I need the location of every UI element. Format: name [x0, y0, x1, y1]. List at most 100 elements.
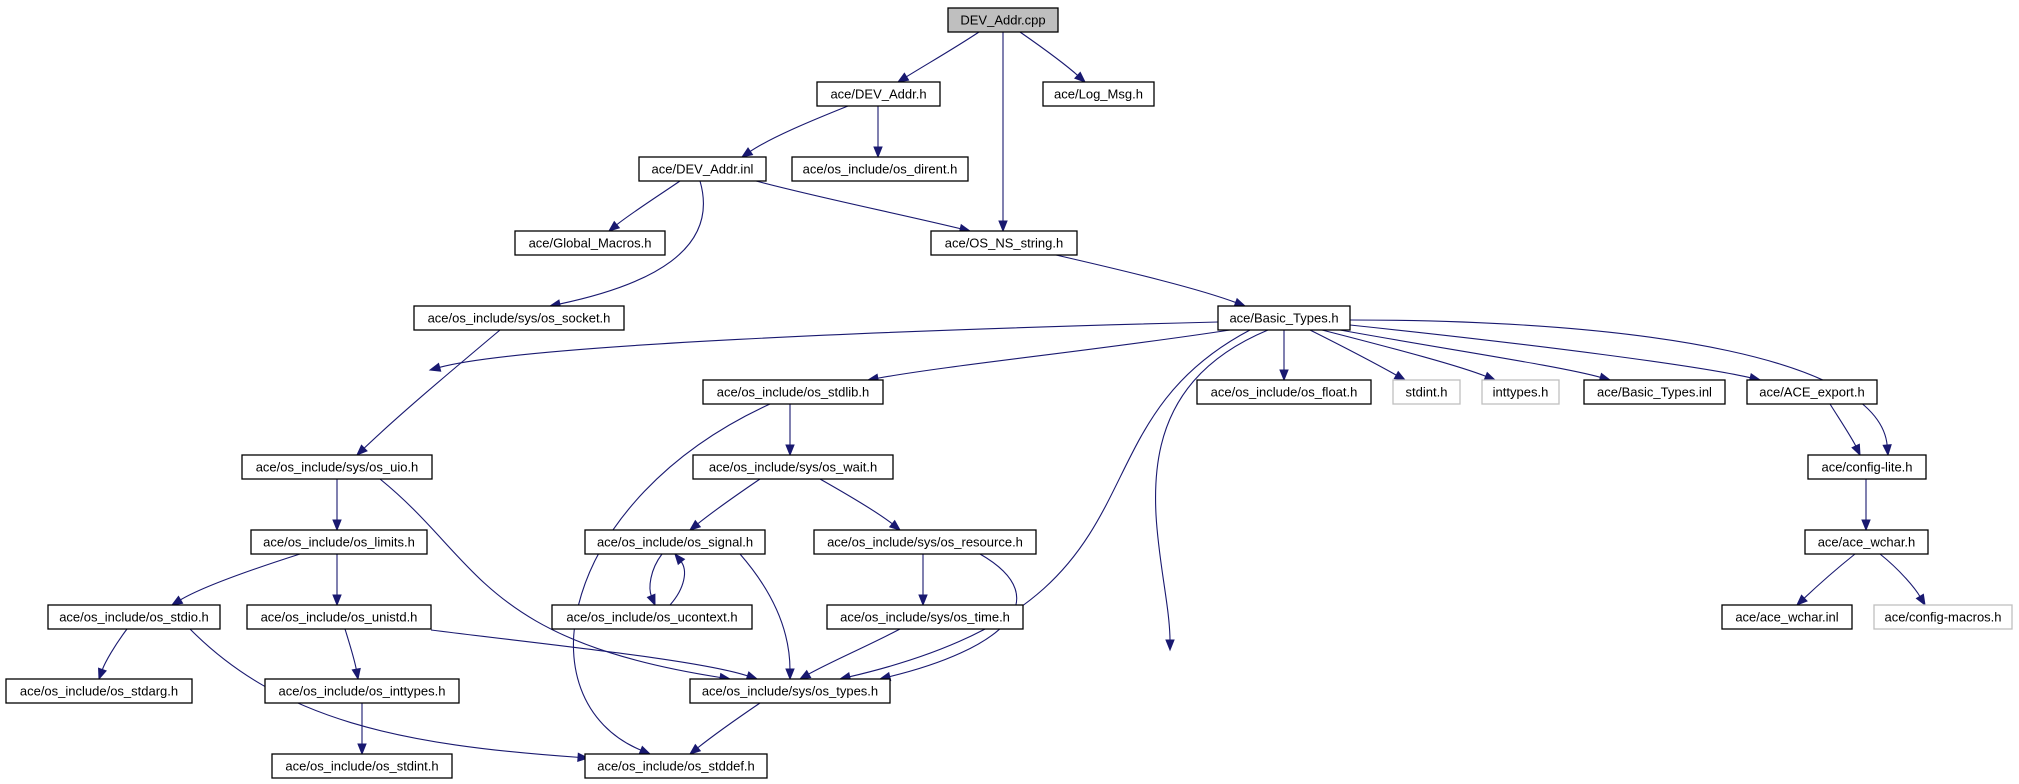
edge-basic_types_h-to-os_float_h — [1279, 330, 1289, 382]
node-label: ace/os_include/os_stddef.h — [597, 759, 755, 774]
edge-line — [101, 628, 128, 671]
edge-os_stdio_h-to-os_stddef_h — [189, 628, 590, 763]
edge-dev_addr_cpp-to-log_msg_h — [1019, 31, 1087, 83]
edge-arrowhead — [785, 444, 795, 457]
node-label: ace/ace_wchar.h — [1818, 535, 1916, 550]
node-label: ace/Log_Msg.h — [1054, 87, 1143, 102]
edge-basic_types_h-to-os_stddef_h — [1155, 329, 1269, 652]
node-os-resource-h[interactable]: ace/os_include/sys/os_resource.h — [813, 529, 1037, 555]
node-config-macros-h[interactable]: ace/config-macros.h — [1873, 604, 2013, 630]
node-label: ace/os_include/os_ucontext.h — [566, 610, 737, 625]
edge-ace_wchar_h-to-ace_wchar_inl — [1796, 553, 1856, 606]
node-label: inttypes.h — [1493, 385, 1549, 400]
edge-basic_types_h-to-config_lite_h — [1349, 319, 1892, 457]
node-label: ace/os_include/os_stdio.h — [59, 610, 209, 625]
node-box — [271, 753, 453, 779]
node-os-ns-string-h[interactable]: ace/OS_NS_string.h — [930, 230, 1078, 256]
node-box — [947, 7, 1059, 33]
edge-arrowhead — [1393, 370, 1407, 381]
node-label: ace/os_include/os_inttypes.h — [279, 684, 446, 699]
edge-line — [1019, 31, 1079, 77]
node-label: ace/OS_NS_string.h — [945, 236, 1064, 251]
node-inttypes-h[interactable]: inttypes.h — [1481, 379, 1560, 405]
node-basic-types-h[interactable]: ace/Basic_Types.h — [1217, 305, 1351, 331]
edge-os_limits_h-to-os_stdio_h — [170, 553, 301, 606]
edge-arrowhead — [688, 519, 702, 531]
node-log-msg-h[interactable]: ace/Log_Msg.h — [1042, 81, 1155, 107]
node-os-stdint-h[interactable]: ace/os_include/os_stdint.h — [271, 753, 453, 779]
edge-line — [905, 31, 980, 78]
node-label: ace/config-macros.h — [1884, 610, 2001, 625]
edge-ace_wchar_h-to-config_macros_h — [1879, 553, 1926, 607]
node-label: ace/ACE_export.h — [1759, 385, 1865, 400]
node-config-lite-h[interactable]: ace/config-lite.h — [1807, 454, 1927, 480]
node-os-stddef-h[interactable]: ace/os_include/os_stddef.h — [584, 753, 768, 779]
node-os-unistd-h[interactable]: ace/os_include/os_unistd.h — [246, 604, 432, 630]
edge-os_uio_h-to-os_limits_h — [332, 478, 342, 532]
node-box — [791, 156, 969, 182]
node-os-stdio-h[interactable]: ace/os_include/os_stdio.h — [47, 604, 221, 630]
edge-arrowhead — [1861, 519, 1871, 532]
node-os-ucontext-h[interactable]: ace/os_include/os_ucontext.h — [551, 604, 753, 630]
edge-os_signal_h-to-os_ucontext_h — [646, 553, 663, 607]
node-label: ace/Basic_Types.inl — [1597, 385, 1712, 400]
edge-arrowhead — [332, 519, 342, 532]
node-label: ace/Global_Macros.h — [529, 236, 652, 251]
edge-os_socket_h-to-os_uio_h — [356, 329, 501, 456]
node-os-limits-h[interactable]: ace/os_include/os_limits.h — [250, 529, 428, 555]
edge-line — [1309, 329, 1398, 377]
node-os-stdarg-h[interactable]: ace/os_include/os_stdarg.h — [5, 678, 193, 704]
edge-arrowhead — [1796, 594, 1808, 606]
node-ace-export-h[interactable]: ace/ACE_export.h — [1746, 379, 1878, 405]
node-os-types-h[interactable]: ace/os_include/sys/os_types.h — [689, 678, 891, 704]
node-dev-addr-h[interactable]: ace/DEV_Addr.h — [816, 81, 941, 107]
node-dev-addr-cpp[interactable]: DEV_Addr.cpp — [947, 7, 1059, 33]
node-os-inttypes-h[interactable]: ace/os_include/os_inttypes.h — [264, 678, 460, 704]
edge-arrowhead — [873, 146, 883, 159]
edge-line — [649, 553, 663, 597]
edge-line — [572, 403, 771, 752]
node-os-uio-h[interactable]: ace/os_include/sys/os_uio.h — [241, 454, 433, 480]
edge-arrowhead — [1483, 371, 1497, 381]
node-os-dirent-h[interactable]: ace/os_include/os_dirent.h — [791, 156, 969, 182]
node-os-signal-h[interactable]: ace/os_include/os_signal.h — [584, 529, 766, 555]
node-stdint-h[interactable]: stdint.h — [1392, 379, 1461, 405]
node-box — [246, 604, 432, 630]
node-os-stdlib-h[interactable]: ace/os_include/os_stdlib.h — [702, 379, 884, 405]
edge-os_types_h-to-os_stddef_h — [688, 702, 761, 755]
node-ace-wchar-h[interactable]: ace/ace_wchar.h — [1804, 529, 1929, 555]
node-basic-types-inl[interactable]: ace/Basic_Types.inl — [1583, 379, 1726, 405]
edge-line — [1055, 254, 1237, 304]
edge-line — [1829, 403, 1857, 448]
edge-line — [1803, 553, 1856, 600]
node-os-socket-h[interactable]: ace/os_include/sys/os_socket.h — [413, 305, 625, 331]
node-box — [250, 529, 428, 555]
node-box — [816, 81, 941, 107]
node-ace-wchar-inl[interactable]: ace/ace_wchar.inl — [1721, 604, 1853, 630]
node-global-macros-h[interactable]: ace/Global_Macros.h — [514, 230, 666, 256]
edge-os_stdlib_h-to-os_wait_h — [785, 403, 795, 457]
node-dev-addr-inl[interactable]: ace/DEV_Addr.inl — [638, 156, 767, 182]
node-os-float-h[interactable]: ace/os_include/os_float.h — [1196, 379, 1372, 405]
node-box — [5, 678, 193, 704]
node-box — [702, 379, 884, 405]
edge-line — [696, 478, 761, 525]
edge-line — [669, 560, 686, 606]
edge-os_ucontext_h-to-os_signal_h — [669, 552, 686, 606]
edge-arrowhead — [740, 147, 754, 158]
node-box — [1196, 379, 1372, 405]
node-label: ace/DEV_Addr.inl — [652, 162, 754, 177]
node-os-wait-h[interactable]: ace/os_include/sys/os_wait.h — [692, 454, 894, 480]
edge-os_time_h-to-os_types_h — [798, 628, 901, 680]
edge-line — [363, 329, 501, 450]
edge-config_lite_h-to-ace_wchar_h — [1861, 479, 1871, 532]
edge-arrowhead — [1915, 593, 1926, 607]
edge-arrowhead — [1882, 444, 1892, 457]
node-os-time-h[interactable]: ace/os_include/sys/os_time.h — [826, 604, 1024, 630]
edge-arrowhead — [638, 745, 652, 755]
edge-arrowhead — [998, 220, 1008, 233]
edge-line — [876, 329, 1231, 379]
edge-arrowhead — [918, 594, 928, 607]
edge-line — [1349, 319, 1888, 447]
